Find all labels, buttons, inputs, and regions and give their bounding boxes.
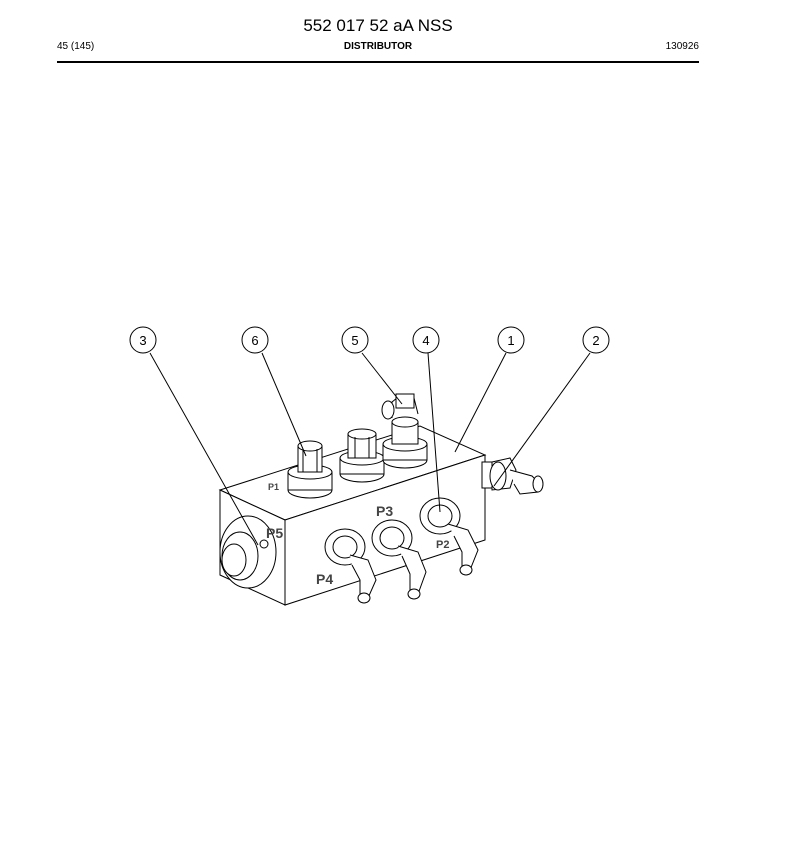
top-plug-6 xyxy=(287,440,333,499)
callout-circle-5 xyxy=(341,326,369,354)
front-elbow-p4 xyxy=(324,528,377,604)
front-elbow-middle xyxy=(371,519,427,600)
callout-number-6: 6 xyxy=(251,333,258,348)
port-label-p1: P1 xyxy=(268,482,279,492)
callout-number-3: 3 xyxy=(139,333,146,348)
fitting-right-elbow xyxy=(481,457,544,495)
port-labels: P5 P3 P4 P2 P1 xyxy=(266,482,449,587)
leader-lines xyxy=(149,352,591,546)
callout-circle-3 xyxy=(129,326,157,354)
callout-number-5: 5 xyxy=(351,333,358,348)
front-elbow-4 xyxy=(419,497,479,576)
document-title: 552 017 52 aA NSS xyxy=(303,16,453,35)
document-code: 130926 xyxy=(665,41,699,52)
callout-circle-2 xyxy=(582,326,610,354)
callout-circle-1 xyxy=(497,326,525,354)
top-plug-middle xyxy=(339,428,385,483)
callout-number-1: 1 xyxy=(507,333,514,348)
callout-circle-4 xyxy=(412,326,440,354)
callout-circle-6 xyxy=(241,326,269,354)
port-label-p4: P4 xyxy=(316,571,333,587)
side-plug-3 xyxy=(219,515,277,589)
callout-number-4: 4 xyxy=(422,333,429,348)
page-number: 45 (145) xyxy=(57,41,95,52)
port-label-p2: P2 xyxy=(436,539,449,551)
callouts: 3 6 5 4 1 2 xyxy=(129,326,610,354)
port-label-p5: P5 xyxy=(266,525,283,541)
port-label-p3: P3 xyxy=(376,503,393,519)
section-title: DISTRIBUTOR xyxy=(343,41,413,52)
header-rule xyxy=(57,61,699,63)
top-elbow-5 xyxy=(381,393,428,469)
callout-number-2: 2 xyxy=(592,333,599,348)
